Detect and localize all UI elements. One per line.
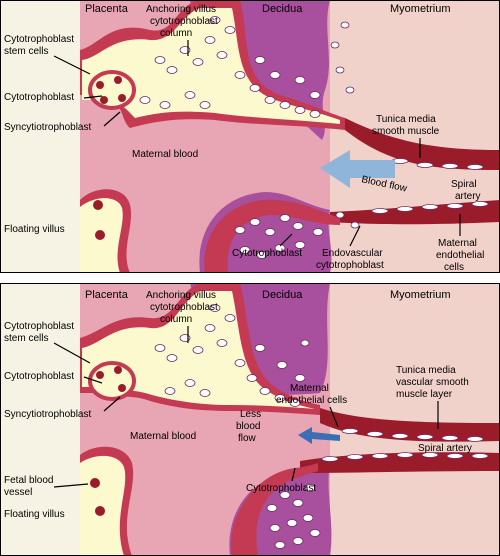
- label-less-blood-flow-3: flow: [238, 433, 257, 444]
- label-stem-cells-1: Cytotrophoblast: [4, 34, 74, 45]
- fetal-vessel: [90, 478, 100, 488]
- label-fetal-vessel-1: Fetal blood: [4, 475, 53, 486]
- stem-cell: [118, 384, 126, 392]
- fetal-vessel: [95, 230, 105, 240]
- label-syncytiotrophoblast: Syncytiotrophoblast: [4, 122, 91, 133]
- label-stem-cells-2: stem cells: [4, 46, 48, 57]
- label-anchoring-villus-2: cytotrophoblast: [150, 16, 218, 27]
- header-myometrium: Myometrium: [390, 289, 451, 301]
- pointer-fetal-vessel: [53, 483, 89, 488]
- normal-implantation-diagram: Placenta Decidua Myometrium Anchoring vi…: [0, 0, 500, 273]
- stem-cell: [118, 94, 126, 102]
- header-decidua: Decidua: [262, 289, 303, 301]
- label-tunica-2: vascular smooth: [396, 377, 469, 388]
- label-less-blood-flow-1: Less: [240, 409, 261, 420]
- label-tunica-2: smooth muscle: [372, 126, 440, 137]
- label-maternal-blood: Maternal blood: [132, 149, 198, 160]
- spiral-artery-upper-wall: [320, 408, 500, 442]
- cytotrophoblast-cells-upper: [154, 304, 310, 407]
- pointer-stem-cells: [53, 342, 91, 364]
- fetal-vessel: [95, 506, 105, 516]
- label-cytotrophoblast-bottom: Cytotrophoblast: [246, 483, 316, 494]
- pointer-endovascular: [349, 225, 361, 247]
- label-anchoring-villus-3: column: [160, 28, 192, 39]
- label-endovascular-1: Endovascular: [322, 248, 383, 259]
- endothelial-cells-bottom: [321, 428, 489, 462]
- label-maternal-endothelial-2: endothelial cells: [276, 395, 347, 406]
- header-myometrium: Myometrium: [390, 3, 451, 15]
- anchoring-villus-core: [82, 8, 340, 124]
- stem-cell-cluster: [88, 70, 136, 110]
- label-spiral-artery: Spiral artery: [418, 443, 472, 454]
- label-stem-cells-1: Cytotrophoblast: [4, 321, 74, 332]
- label-fetal-vessel-2: vessel: [4, 487, 32, 498]
- floating-villus-core: [80, 455, 126, 556]
- stem-cell: [96, 81, 104, 89]
- blood-flow-arrow: [320, 150, 395, 188]
- cytotrophoblast-cells-upper: [139, 16, 355, 118]
- endothelial-cells-top: [371, 158, 489, 214]
- label-anchoring-villus-2: cytotrophoblast: [150, 302, 218, 313]
- label-less-blood-flow-2: blood: [236, 421, 260, 432]
- stem-cell: [100, 96, 108, 104]
- label-tunica-1: Tunica media: [376, 114, 436, 125]
- pointer-cytotrophoblast-bottom: [291, 467, 296, 482]
- label-maternal-endothelial-1: Maternal: [438, 238, 477, 249]
- pointer-syncytiotrophoblast: [103, 111, 121, 127]
- label-anchoring-villus-3: column: [160, 314, 192, 325]
- pointer-cytotrophoblast-bottom: [279, 233, 293, 247]
- label-cytotrophoblast-left: Cytotrophoblast: [4, 92, 74, 103]
- pointer-cytotrophoblast-left: [83, 376, 103, 384]
- label-syncytiotrophoblast: Syncytiotrophoblast: [4, 409, 91, 420]
- cytotrophoblast-cells-lower: [234, 211, 360, 259]
- label-spiral-artery-2: artery: [455, 191, 481, 202]
- header-decidua: Decidua: [262, 3, 303, 15]
- header-placenta: Placenta: [85, 3, 129, 15]
- cytotrophoblast-cells-lower: [266, 484, 321, 549]
- label-tunica-1: Tunica media: [396, 365, 456, 376]
- label-maternal-endothelial-1: Maternal: [290, 383, 329, 394]
- lower-villus-syncytium: [230, 463, 318, 556]
- stem-cell: [114, 366, 122, 374]
- fetal-vessel: [93, 200, 103, 210]
- label-tunica-3: muscle layer: [396, 389, 453, 400]
- label-anchoring-villus-1: Anchoring villus: [146, 290, 216, 301]
- label-maternal-blood: Maternal blood: [130, 431, 196, 442]
- label-spiral-artery-1: Spiral: [451, 179, 477, 190]
- pointer-cytotrophoblast-left: [83, 95, 103, 99]
- less-blood-flow-arrow: [298, 427, 340, 444]
- header-placenta: Placenta: [85, 289, 129, 301]
- spiral-artery-upper-wall: [345, 118, 500, 170]
- label-maternal-endothelial-3: cells: [444, 262, 464, 273]
- pointer-stem-cells: [53, 55, 91, 75]
- label-endovascular-2: cytotrophoblast: [316, 260, 384, 271]
- label-floating-villus: Floating villus: [4, 224, 65, 235]
- label-maternal-endothelial-2: endothelial: [436, 250, 484, 261]
- label-anchoring-villus-1: Anchoring villus: [146, 4, 216, 15]
- stem-cell: [96, 371, 104, 379]
- pointer-syncytiotrophoblast: [103, 396, 121, 412]
- diagram-panel-preeclampsia: Placenta Decidua Myometrium Anchoring vi…: [0, 283, 500, 556]
- pointer-maternal-endothelial: [329, 406, 339, 428]
- stem-cell: [114, 76, 122, 84]
- lower-villus-syncytium: [204, 199, 340, 273]
- label-floating-villus: Floating villus: [4, 509, 65, 520]
- label-cytotrophoblast-bottom: Cytotrophoblast: [232, 248, 302, 259]
- label-cytotrophoblast-left: Cytotrophoblast: [4, 371, 74, 382]
- label-stem-cells-2: stem cells: [4, 333, 48, 344]
- myometrium-region: [330, 283, 500, 556]
- shallow-invasion-diagram: Placenta Decidua Myometrium Anchoring vi…: [0, 283, 500, 556]
- diagram-panel-normal: Placenta Decidua Myometrium Anchoring vi…: [0, 0, 500, 273]
